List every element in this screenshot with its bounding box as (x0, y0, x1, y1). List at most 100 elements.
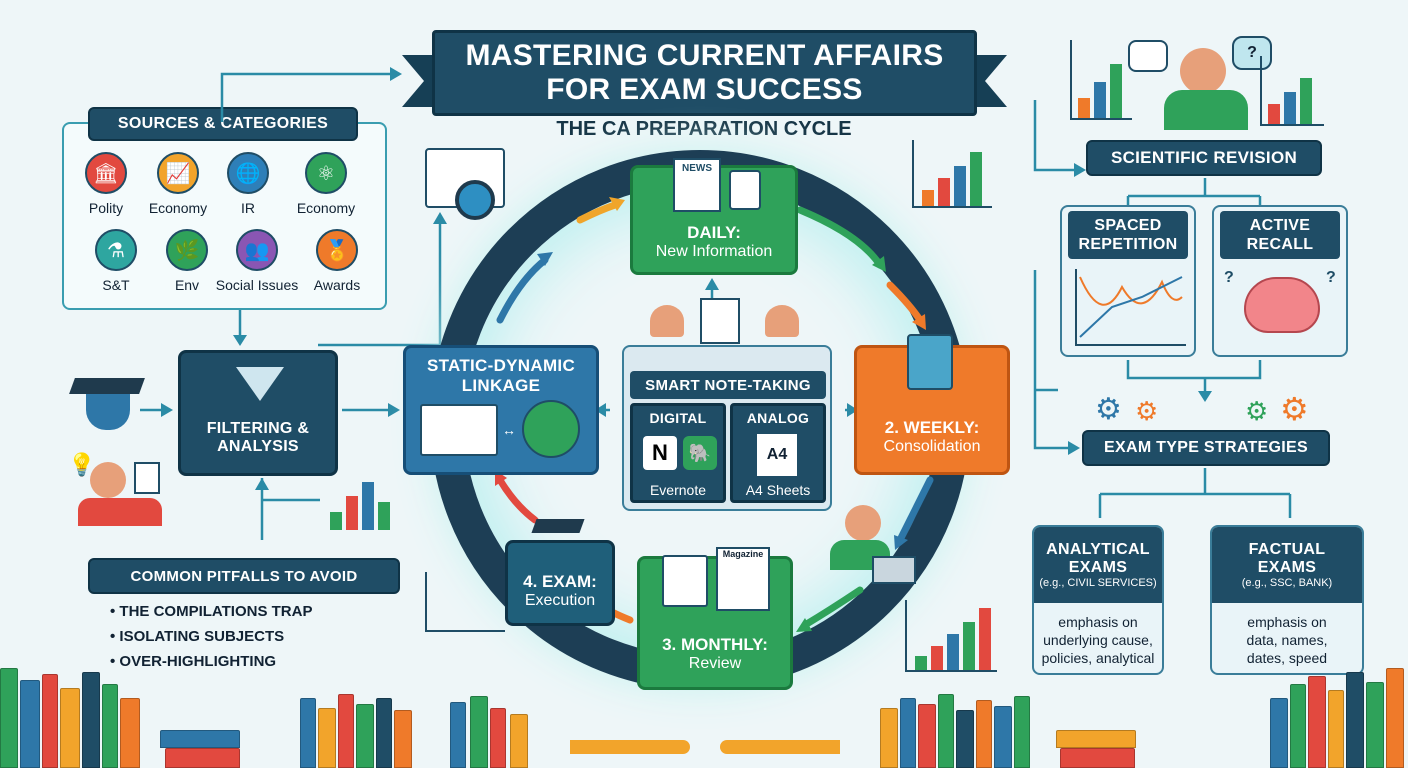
question-mark-icon: ? (1224, 269, 1234, 286)
student-avatar (90, 462, 126, 498)
recall-line-1: ACTIVE (1249, 217, 1311, 234)
trend-chart-right (1260, 56, 1324, 126)
student-avatar-1 (650, 305, 684, 337)
pitfall-text: ISOLATING SUBJECTS (119, 628, 285, 645)
analytical-title: ANALYTICAL EXAMS (e.g., CIVIL SERVICES) (1034, 527, 1162, 603)
pitfall-item-2: • ISOLATING SUBJECTS (110, 628, 285, 645)
analytical-note: (e.g., CIVIL SERVICES) (1039, 577, 1157, 589)
ribbon-left-tail (402, 55, 432, 107)
analytical-line-1: ANALYTICAL (1046, 541, 1150, 558)
analytical-desc: emphasis on underlying cause, policies, … (1034, 613, 1162, 667)
spaced-line-2: REPETITION (1078, 236, 1178, 253)
student-body-4 (1164, 90, 1248, 130)
weekly-title: 2. WEEKLY: (884, 418, 980, 437)
spaced-repetition-card: SPACED REPETITION (1060, 205, 1196, 357)
exam-title: 4. EXAM: (523, 572, 597, 591)
pitfall-item-3: • OVER-HIGHLIGHTING (110, 653, 277, 670)
gear-icon: ⚙ (1245, 396, 1269, 426)
category-env: 🌿Env (147, 229, 227, 293)
spaced-line-1: SPACED (1094, 217, 1162, 234)
ribbon-right-tail (977, 55, 1007, 107)
title-line-2: FOR EXAM SUCCESS (546, 73, 863, 106)
category-economy: 📈Economy (138, 152, 218, 216)
category-awards: 🏅 Awards (297, 229, 377, 293)
spacing-curve-icon (1075, 269, 1186, 346)
magnifier-icon (455, 180, 495, 220)
student-avatar-3 (845, 505, 881, 541)
graduation-cap-icon (69, 378, 145, 394)
gear-icon: ⚙ (1095, 393, 1122, 426)
question-bubble-icon: ? (1232, 36, 1272, 70)
newspaper-icon: NEWS (673, 158, 721, 212)
pitfall-text: THE COMPILATIONS TRAP (119, 603, 313, 620)
weekly-card: 2. WEEKLY: Consolidation (854, 334, 1010, 475)
monthly-title: 3. MONTHLY: (662, 635, 768, 654)
category-economy-2: ⚛Economy (286, 152, 366, 216)
subtitle: THE CA PREPARATION CYCLE (556, 118, 852, 140)
student-body (78, 498, 162, 526)
bookshelf-left (0, 660, 240, 768)
factual-line-1: FACTUAL (1248, 541, 1326, 558)
analog-tool: A4 Sheets (745, 482, 811, 498)
medal-icon: 🏅 (316, 229, 358, 271)
recall-title: ACTIVE RECALL (1220, 211, 1340, 259)
pitfall-text: OVER-HIGHLIGHTING (119, 653, 277, 670)
checklist-icon (134, 462, 160, 494)
linkage-card: STATIC-DYNAMIC LINKAGE ↔ (403, 345, 599, 475)
funnel-icon (236, 367, 284, 401)
mini-bar-chart (330, 480, 390, 530)
category-label: IR (241, 200, 255, 216)
title-line-1: MASTERING CURRENT AFFAIRS (465, 39, 944, 72)
analytical-card: ANALYTICAL EXAMS (e.g., CIVIL SERVICES) … (1032, 525, 1164, 675)
question-mark-icon: ? (1326, 269, 1336, 286)
title-banner: MASTERING CURRENT AFFAIRS FOR EXAM SUCCE… (432, 30, 977, 116)
filtering-card: FILTERING & ANALYSIS (178, 350, 338, 476)
growth-chart-bottom (905, 600, 997, 672)
monthly-card: Magazine 3. MONTHLY: Review (637, 547, 793, 690)
linkage-line-1: STATIC-DYNAMIC (426, 356, 576, 375)
calendar-icon (662, 555, 708, 607)
gear-icon: ⚙ (1280, 391, 1309, 427)
laptop-icon (872, 556, 916, 584)
graduation-cap-icon (531, 519, 585, 533)
active-recall-card: ACTIVE RECALL ? ? (1212, 205, 1348, 357)
chat-bubble-icon (1128, 40, 1168, 72)
daily-title: DAILY: (687, 223, 741, 242)
analytical-desc-line: emphasis on (1058, 614, 1138, 630)
bookshelf-center-left (300, 690, 550, 768)
category-label: Economy (296, 200, 356, 216)
gear-icon: ⚙ (1135, 396, 1159, 426)
student-avatar-2 (765, 305, 799, 337)
category-social: 👥Social Issues (215, 229, 299, 293)
factual-desc-line: emphasis on (1247, 614, 1327, 630)
pillar-icon: 🏛 (85, 152, 127, 194)
flask-icon: ⚗ (95, 229, 137, 271)
analytical-desc-line: underlying cause, (1043, 632, 1153, 648)
daily-subtitle: New Information (655, 243, 773, 260)
spaced-title: SPACED REPETITION (1068, 211, 1188, 259)
linkage-title: STATIC-DYNAMIC LINKAGE (406, 356, 596, 396)
strategies-header: EXAM TYPE STRATEGIES (1082, 430, 1330, 466)
factual-note: (e.g., SSC, BANK) (1241, 577, 1333, 589)
digital-label: DIGITAL (649, 410, 707, 426)
analog-panel: ANALOG A4 A4 Sheets (730, 403, 826, 503)
factual-desc-line: data, names, (1246, 632, 1328, 648)
exam-subtitle: Execution (524, 592, 596, 609)
category-ir: 🌐IR (208, 152, 288, 216)
pencil-icon (570, 740, 690, 754)
note-taking-title: SMART NOTE-TAKING (630, 371, 826, 399)
growth-chart-top (912, 140, 992, 208)
tablet-icon (729, 170, 761, 210)
bar-chart-right (1070, 40, 1132, 120)
bookshelf-center-right (880, 690, 1140, 768)
line-chart-icon (425, 572, 505, 632)
pencil-icon (720, 740, 840, 754)
linkage-line-2: LINKAGE (461, 376, 541, 395)
factual-line-2: EXAMS (1257, 559, 1317, 576)
factual-desc: emphasis on data, names, dates, speed (1212, 613, 1362, 667)
open-book-icon (420, 404, 498, 456)
a4-sheet-icon: A4 (757, 434, 797, 476)
category-label: Awards (313, 277, 361, 293)
digital-panel: DIGITAL N 🐘 Evernote (630, 403, 726, 503)
category-label: Social Issues (215, 277, 299, 293)
